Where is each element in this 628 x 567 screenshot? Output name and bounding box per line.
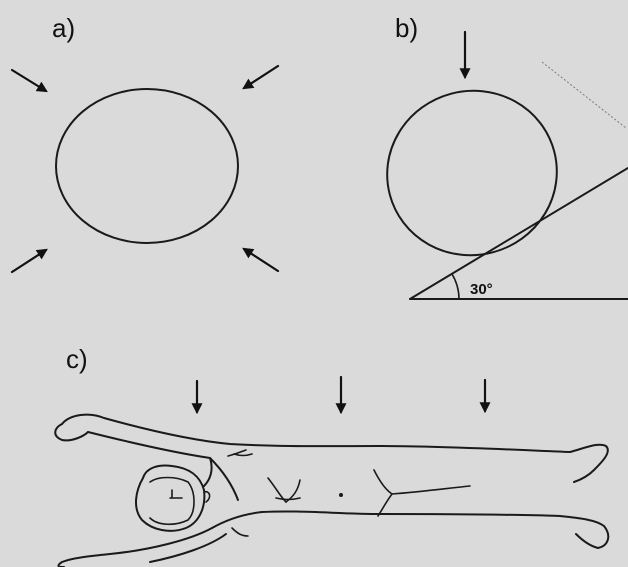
panel-b-angle-label: 30° [470, 281, 493, 298]
panel-b-label: b) [395, 13, 418, 43]
panel-a-label: a) [52, 13, 75, 43]
panel-c-navel [339, 493, 343, 497]
panel-c-label: c) [66, 344, 88, 374]
